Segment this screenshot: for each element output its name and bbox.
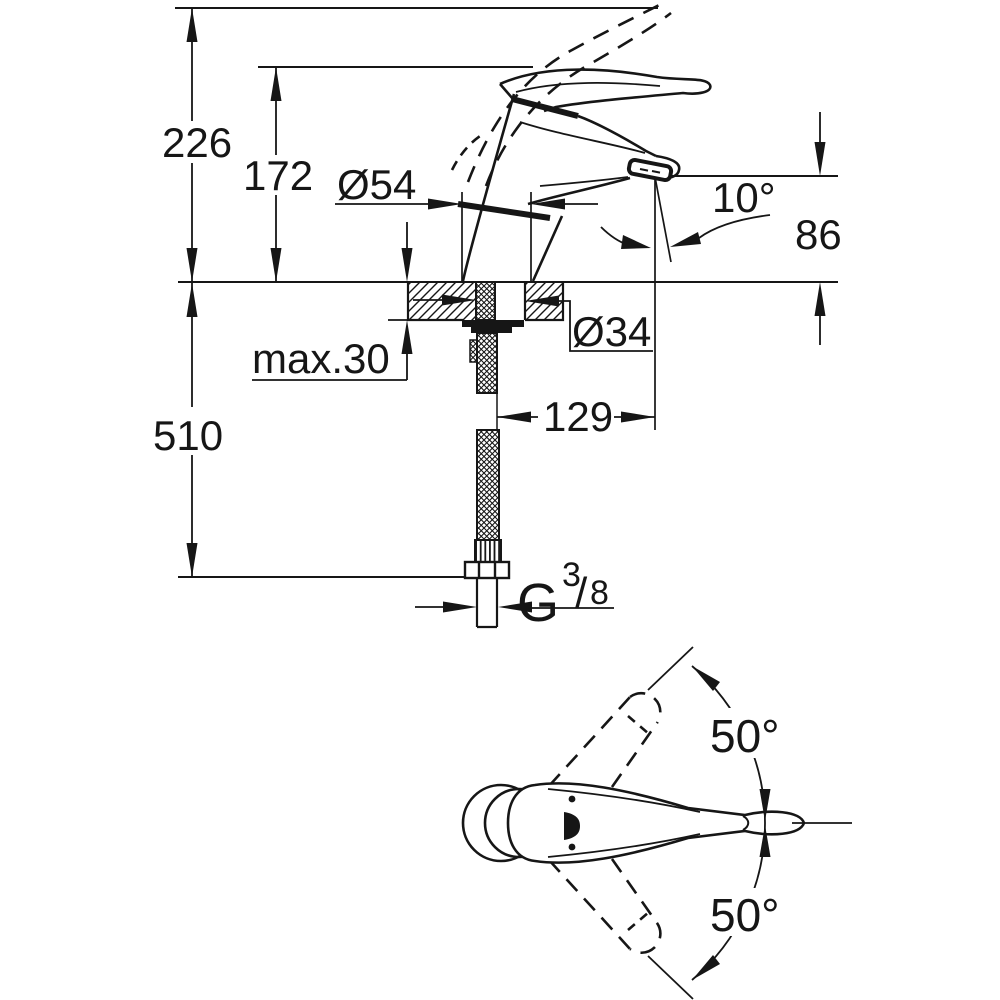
raised-lever-dashed [450,0,672,187]
handle-edge-inner-bottom [547,833,701,858]
body-left-edge [461,93,516,282]
hex-nut [463,560,511,580]
handle-top-view [506,782,806,864]
washer [462,320,524,327]
aerator [626,157,674,183]
dim-54: Ø54 [335,161,598,210]
top-view: 50° 50° [461,646,852,1000]
handle-top-sweep [515,82,661,93]
shank-below-deck [476,332,498,394]
body-right-edge [577,114,657,158]
lever-down-extension [647,955,694,1000]
dim-10deg-label: 10° [712,174,776,221]
dim-10deg: 10° [600,174,776,249]
dim-172-label: 172 [243,152,313,199]
mounting-nut [471,327,512,333]
lever-up-extension [647,646,694,691]
lever-handle [499,68,712,113]
swivel-angle-upper-label: 50° [710,710,780,762]
swivel-arc-down: 50° [691,822,786,981]
shank-through-deck [475,281,496,321]
dim-129: 129 [497,393,655,440]
cap-joint-thick [511,96,579,119]
dim-129-label: 129 [543,393,613,440]
connector-tube [475,578,499,629]
swivel-arc-up: 50° [691,665,790,824]
shank-tab [469,339,478,363]
thread-slash-label: / [575,569,588,618]
body-shoulder-curve [519,121,646,154]
thread-denominator-label: 8 [590,574,609,612]
faucet-body [457,93,681,282]
dim-86-label: 86 [795,211,842,258]
base-right-edge [531,215,564,282]
stream-axis-tilted [654,176,672,263]
detail-dot-top [568,795,576,803]
cap-front-edge [499,83,514,100]
hose-braid [476,429,500,541]
handle-outline [499,68,712,113]
detail-dot-bottom [568,843,576,851]
cartridge-mark [564,812,580,840]
swivel-lever-up-dashed [548,692,662,788]
aerator-marks [639,168,661,174]
dim-226-label: 226 [162,119,232,166]
dim-max30: max.30 [252,222,413,382]
spout-inner-curve [539,176,629,187]
dim-34: Ø34 [413,294,653,355]
hose-crimp [474,539,502,563]
dim-86: 86 [795,112,842,345]
body-joint-thick [457,201,551,221]
handle-edge-inner-top [547,788,701,813]
dim-510: 510 [148,283,230,577]
side-view: 226 172 510 Ø54 [148,0,842,633]
dim-172: 172 [238,67,316,282]
thread-letter-label: G [517,573,559,633]
raised-lever-pivot-arc [450,134,481,171]
dim-34-label: Ø34 [572,308,651,355]
dim-226: 226 [158,8,234,282]
dim-max30-label: max.30 [252,335,390,382]
dim-g38: G 3 / 8 [415,556,614,633]
extension-lines [175,7,838,578]
dim-510-label: 510 [153,412,223,459]
swivel-angle-lower-label: 50° [710,889,780,941]
raised-lever-inner [484,11,672,187]
handle-tip-joint [742,815,750,831]
body-under-curve [527,176,631,206]
dim-54-label: Ø54 [337,161,416,208]
supply-hose [463,429,511,629]
swivel-lever-down-dashed [548,858,662,954]
mounting-shank [462,281,524,430]
handle-top-outline [506,782,806,864]
thread-numerator-label: 3 [562,556,581,594]
